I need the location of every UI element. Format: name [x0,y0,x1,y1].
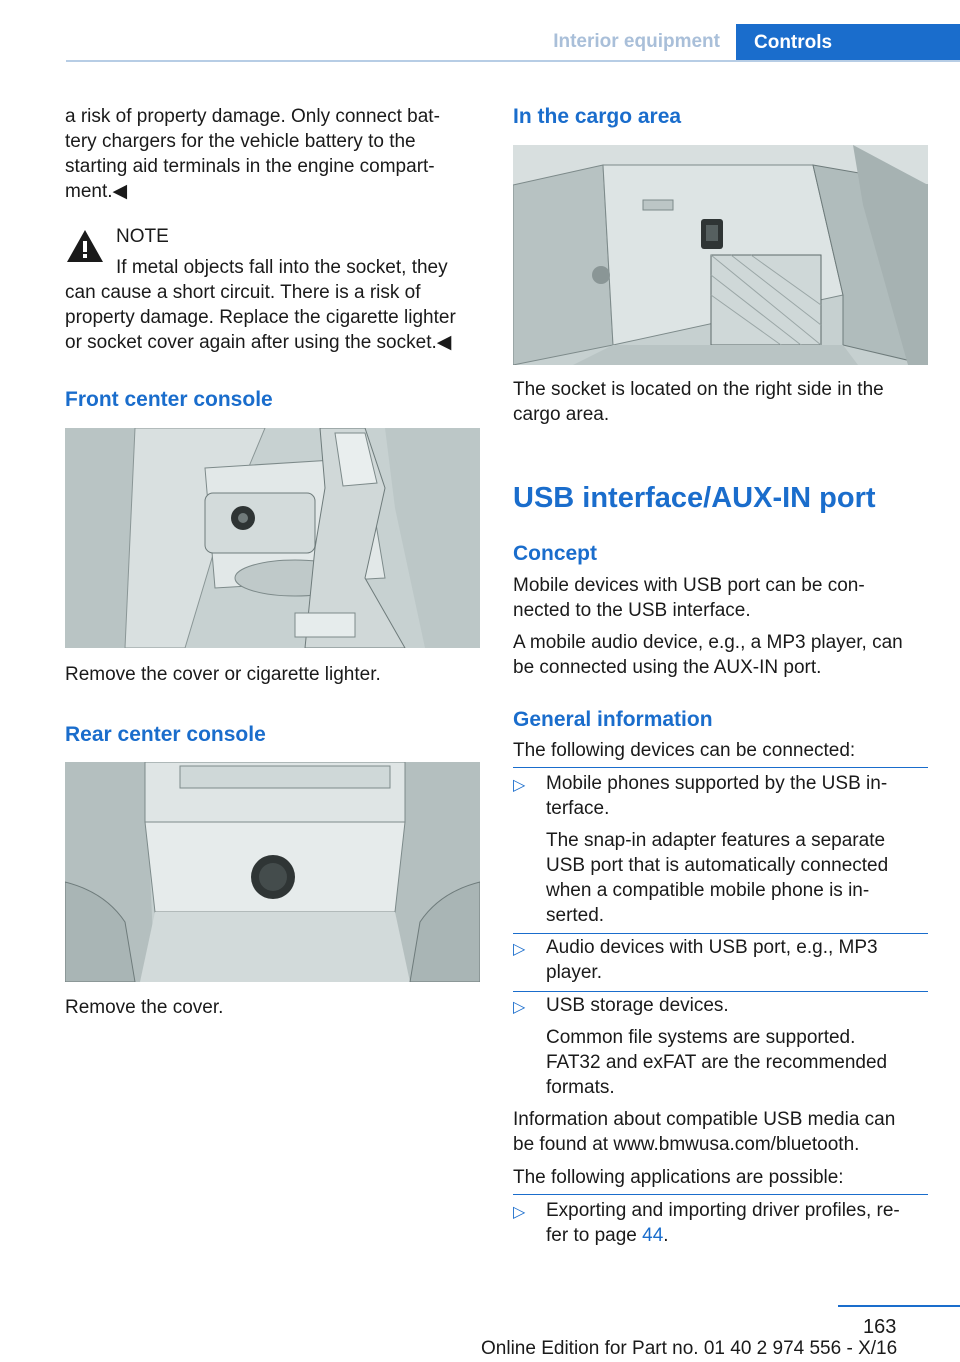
header-section-title: Interior equipment [553,31,720,52]
cargo-caption: The socket is located on the right side … [513,379,884,425]
list-item: USB storage devices. Common file systems… [546,995,888,1098]
bullet-icon: ▷ [513,1204,526,1221]
usb-section-heading: USB interface/AUX-IN port [513,482,876,514]
list-separator [513,991,928,992]
rear-console-image [65,762,480,982]
page-number: 163 [863,1316,897,1338]
applications-intro: The following applications are possible: [513,1167,844,1188]
intro-paragraph: a risk of property damage. Only connect … [65,106,440,202]
front-console-heading: Front center console [65,388,273,411]
bullet-icon: ▷ [513,941,526,958]
concept-heading: Concept [513,542,597,565]
general-info-heading: General information [513,708,713,731]
online-edition-text: Online Edition for Part no. 01 40 2 974 … [481,1338,898,1359]
warning-icon [66,228,104,264]
header-tab-controls: Controls [736,24,960,62]
bullet-icon: ▷ [513,999,526,1016]
list-separator [513,767,928,768]
cargo-heading: In the cargo area [513,105,682,128]
front-console-caption: Remove the cover or cigarette lighter. [65,664,381,685]
list-item: Audio devices with USB port, e.g., MP3 p… [546,937,878,983]
list-item: Exporting and importing driver profiles,… [546,1200,900,1246]
footer-rule [838,1305,960,1307]
list-separator [513,1194,928,1195]
note-body: If metal objects fall into the socket, t… [65,257,456,353]
compatibility-info: Information about compatible USB media c… [513,1109,896,1155]
cargo-area-image [513,145,928,365]
front-console-image [65,428,480,648]
rear-console-caption: Remove the cover. [65,997,224,1018]
concept-text: Mobile devices with USB port can be con-… [513,575,903,678]
list-item: Mobile phones supported by the USB in- t… [546,773,889,926]
note-title: NOTE [116,226,169,247]
rear-console-heading: Rear center console [65,723,266,746]
page-44-link[interactable]: 44 [642,1225,664,1246]
list-separator [513,933,928,934]
general-info-intro: The following devices can be connected: [513,740,856,761]
header-rule [66,60,960,62]
bullet-icon: ▷ [513,777,526,794]
